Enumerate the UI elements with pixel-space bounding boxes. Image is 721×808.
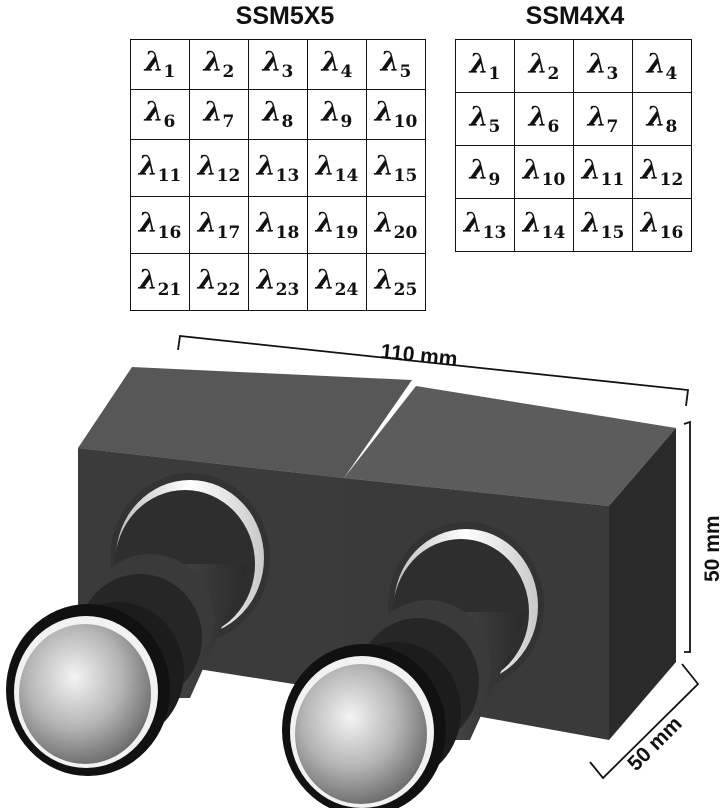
wavelength-cell: λ9 [455, 145, 515, 199]
wavelength-cell: λ7 [189, 89, 249, 140]
ssm4x4-title: SSM4X4 [525, 2, 625, 30]
wavelength-cell: λ5 [455, 92, 515, 146]
wavelength-cell: λ8 [248, 89, 308, 140]
wavelength-cell: λ11 [130, 139, 190, 197]
wavelength-cell: λ10 [366, 89, 426, 140]
wavelength-cell: λ3 [573, 39, 633, 93]
wavelength-cell: λ17 [189, 196, 249, 254]
wavelength-cell: λ8 [632, 92, 692, 146]
left-lens [6, 473, 270, 776]
wavelength-cell: λ15 [366, 139, 426, 197]
wavelength-cell: λ13 [455, 198, 515, 252]
wavelength-cell: λ9 [307, 89, 367, 140]
wavelength-cell: λ1 [130, 39, 190, 90]
wavelength-cell: λ12 [189, 139, 249, 197]
wavelength-cell: λ2 [189, 39, 249, 90]
wavelength-cell: λ12 [632, 145, 692, 199]
wavelength-cell: λ22 [189, 253, 249, 311]
wavelength-cell: λ4 [632, 39, 692, 93]
wavelength-cell: λ1 [455, 39, 515, 93]
wavelength-cell: λ3 [248, 39, 308, 90]
dimension-lines [177, 335, 700, 780]
wavelength-cell: λ21 [130, 253, 190, 311]
wavelength-cell: λ6 [130, 89, 190, 140]
wavelength-cell: λ5 [366, 39, 426, 90]
wavelength-cell: λ15 [573, 198, 633, 252]
wavelength-cell: λ2 [514, 39, 574, 93]
wavelength-cell: λ16 [632, 198, 692, 252]
right-lens [282, 522, 544, 808]
wavelength-cell: λ7 [573, 92, 633, 146]
wavelength-cell: λ10 [514, 145, 574, 199]
wavelength-cell: λ11 [573, 145, 633, 199]
wavelength-cell: λ25 [366, 253, 426, 311]
depth-dimension-label: 50 mm [623, 712, 686, 775]
wavelength-cell: λ14 [514, 198, 574, 252]
wavelength-cell: λ19 [307, 196, 367, 254]
wavelength-cell: λ13 [248, 139, 308, 197]
wavelength-cell: λ4 [307, 39, 367, 90]
height-dimension-label: 50 mm [701, 515, 721, 582]
wavelength-cell: λ24 [307, 253, 367, 311]
wavelength-cell: λ14 [307, 139, 367, 197]
wavelength-cell: λ18 [248, 196, 308, 254]
wavelength-cell: λ23 [248, 253, 308, 311]
wavelength-cell: λ6 [514, 92, 574, 146]
width-dimension-label: 110 mm [379, 340, 458, 371]
wavelength-cell: λ20 [366, 196, 426, 254]
ssm5x5-title: SSM5X5 [235, 2, 335, 30]
camera-assembly-drawing: 110 mm 50 mm 50 mm [6, 335, 721, 808]
wavelength-cell: λ16 [130, 196, 190, 254]
